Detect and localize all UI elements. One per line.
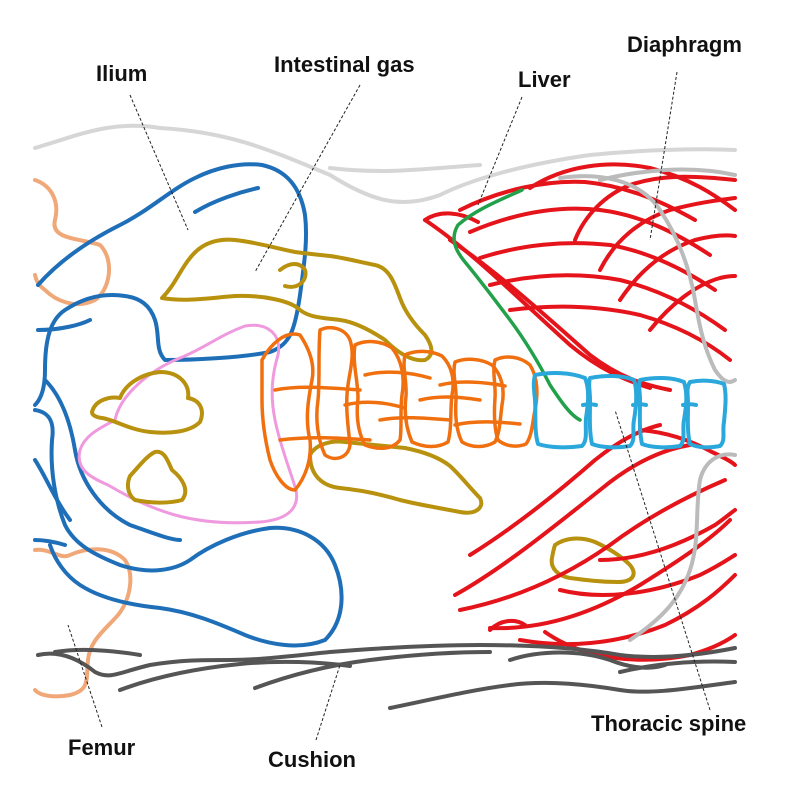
liver-leader — [477, 96, 523, 206]
leader-lines — [67, 71, 711, 741]
ribs-outline — [423, 162, 737, 662]
intestinal-gas-leader — [254, 84, 361, 273]
femur-outline — [33, 178, 133, 699]
liver-label: Liver — [518, 67, 571, 92]
thoracic-spine-label: Thoracic spine — [591, 711, 746, 736]
lumbar-spine-outline — [260, 326, 539, 492]
diaphragm-label: Diaphragm — [627, 32, 742, 57]
ilium-label: Ilium — [96, 61, 147, 86]
liver-edge — [452, 188, 582, 422]
ilium-outline — [33, 162, 344, 648]
cushion-outline — [36, 643, 737, 710]
intestinal-gas-outline — [90, 237, 636, 584]
thoracic-spine-outline — [531, 371, 728, 450]
labels: Ilium Intestinal gas Liver Diaphragm Tho… — [68, 32, 746, 772]
cushion-label: Cushion — [268, 747, 356, 772]
skin-outline — [33, 123, 737, 205]
diaphragm-leader — [649, 71, 678, 241]
thoracic-spine-leader — [614, 409, 711, 711]
femur-leader — [67, 624, 103, 728]
femur-label: Femur — [68, 735, 136, 760]
ilium-leader — [129, 94, 189, 231]
diaphragm-outline — [558, 167, 737, 642]
cushion-leader — [315, 664, 341, 741]
intestinal-gas-label: Intestinal gas — [274, 52, 415, 77]
